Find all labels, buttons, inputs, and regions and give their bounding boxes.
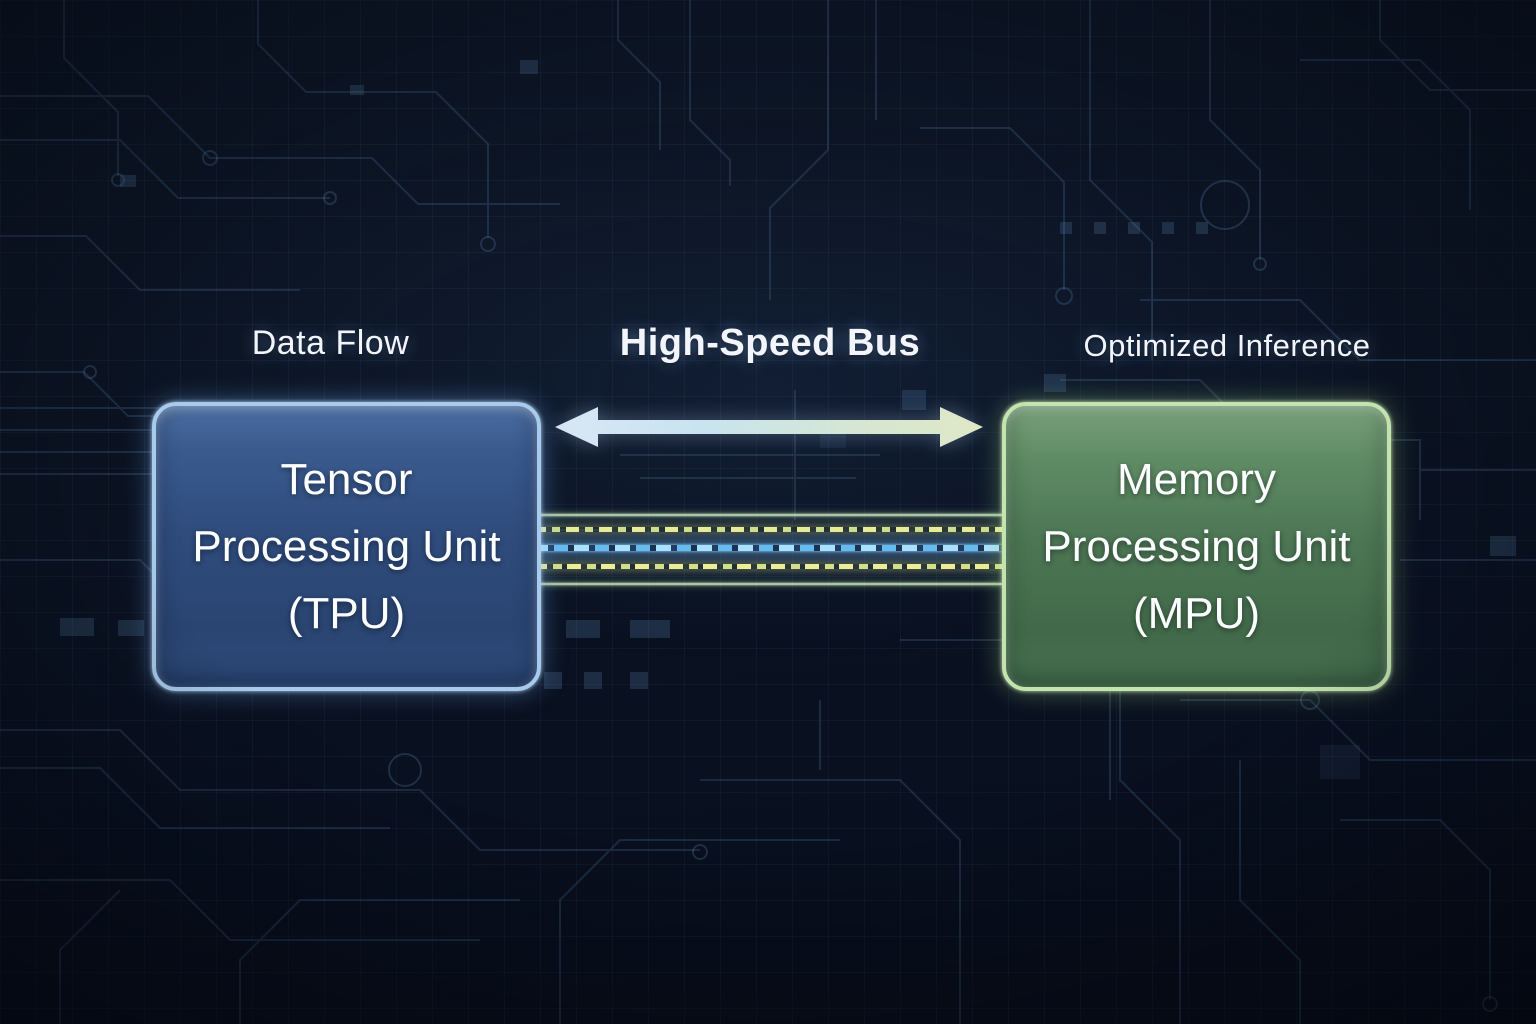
tpu-line-1: Tensor	[280, 455, 413, 504]
tpu-line-2: Processing Unit	[192, 522, 501, 571]
mpu-line-3: (MPU)	[1132, 589, 1261, 638]
bus-rail-top	[533, 514, 1002, 516]
bus-channel	[523, 505, 1012, 595]
label-data-flow: Data Flow	[251, 324, 410, 362]
tpu-node: Tensor Processing Unit (TPU)	[152, 402, 541, 691]
bus-data-line-blue	[533, 545, 1002, 551]
mpu-node: Memory Processing Unit (MPU)	[1002, 402, 1391, 691]
tpu-line-3: (TPU)	[287, 589, 406, 638]
label-high-speed-bus: High-Speed Bus	[619, 322, 921, 364]
double-arrow-icon	[555, 407, 983, 447]
label-optimized-inference: Optimized Inference	[1083, 328, 1371, 363]
bus-rail-bottom	[533, 583, 1002, 585]
mpu-line-1: Memory	[1117, 455, 1276, 504]
mpu-line-2: Processing Unit	[1042, 522, 1351, 571]
bus-data-line-yellow-bottom	[533, 564, 1002, 569]
bus-data-line-yellow-top	[533, 527, 1002, 532]
